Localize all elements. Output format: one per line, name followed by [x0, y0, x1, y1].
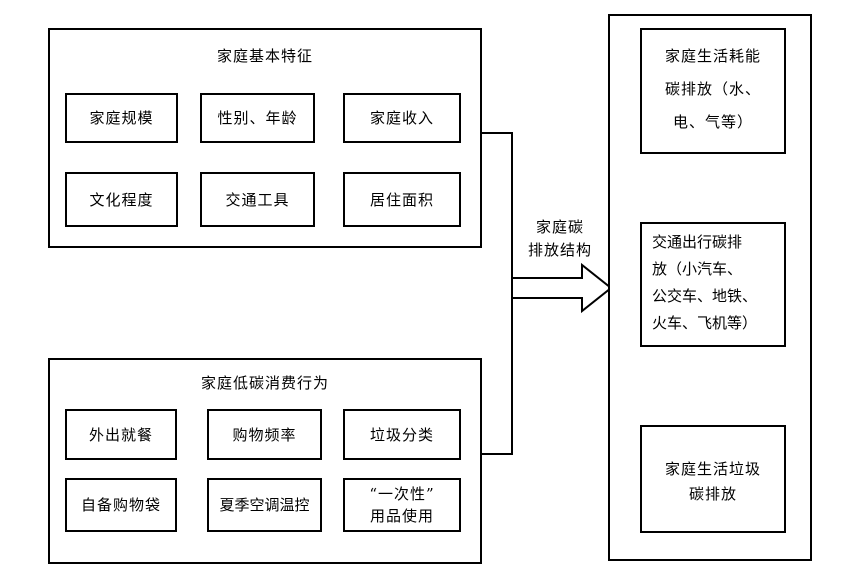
energy-emission-line1: 家庭生活耗能 — [664, 47, 761, 65]
arrow-label: 家庭碳 排放结构 — [510, 216, 610, 262]
box-dining-out: 外出就餐 — [65, 409, 177, 460]
connector-line-bottom — [482, 453, 513, 455]
box-transport-tool: 交通工具 — [200, 172, 315, 227]
transport-emission-line3: 公交车、地铁、 — [652, 287, 758, 305]
box-shopping-frequency: 购物频率 — [207, 409, 322, 460]
box-living-area: 居住面积 — [343, 172, 461, 227]
carbon-structure-arrow-icon — [511, 262, 613, 314]
waste-emission-line2: 碳排放 — [688, 485, 737, 503]
arrow-label-line1: 家庭碳 — [535, 218, 584, 236]
energy-emission-line3: 电、气等） — [672, 113, 753, 131]
lowcarbon-behavior-title: 家庭低碳消费行为 — [200, 374, 329, 392]
box-transport-emission: 交通出行碳排 放（小汽车、 公交车、地铁、 火车、飞机等） — [640, 222, 786, 347]
waste-emission-line1: 家庭生活垃圾 — [664, 460, 761, 478]
box-household-income: 家庭收入 — [343, 93, 461, 143]
disposable-items-line2: 用品使用 — [369, 507, 434, 525]
box-disposable-items: “一次性” 用品使用 — [343, 478, 461, 532]
box-own-shopping-bag: 自备购物袋 — [65, 478, 177, 532]
box-energy-emission: 家庭生活耗能 碳排放（水、 电、气等） — [640, 28, 786, 154]
box-gender-age: 性别、年龄 — [200, 93, 315, 143]
box-waste-sorting: 垃圾分类 — [343, 409, 461, 460]
transport-emission-line4: 火车、飞机等） — [652, 314, 758, 332]
disposable-items-line1: “一次性” — [369, 485, 435, 503]
household-characteristics-title: 家庭基本特征 — [216, 47, 313, 65]
arrow-label-line2: 排放结构 — [527, 241, 592, 259]
box-family-size: 家庭规模 — [65, 93, 178, 143]
box-ac-temperature-control: 夏季空调温控 — [207, 478, 322, 532]
box-waste-emission: 家庭生活垃圾 碳排放 — [640, 425, 786, 533]
energy-emission-line2: 碳排放（水、 — [664, 80, 761, 98]
transport-emission-line1: 交通出行碳排 — [652, 233, 743, 251]
box-education-level: 文化程度 — [65, 172, 178, 227]
connector-line-top — [482, 132, 513, 134]
transport-emission-line2: 放（小汽车、 — [652, 260, 743, 278]
